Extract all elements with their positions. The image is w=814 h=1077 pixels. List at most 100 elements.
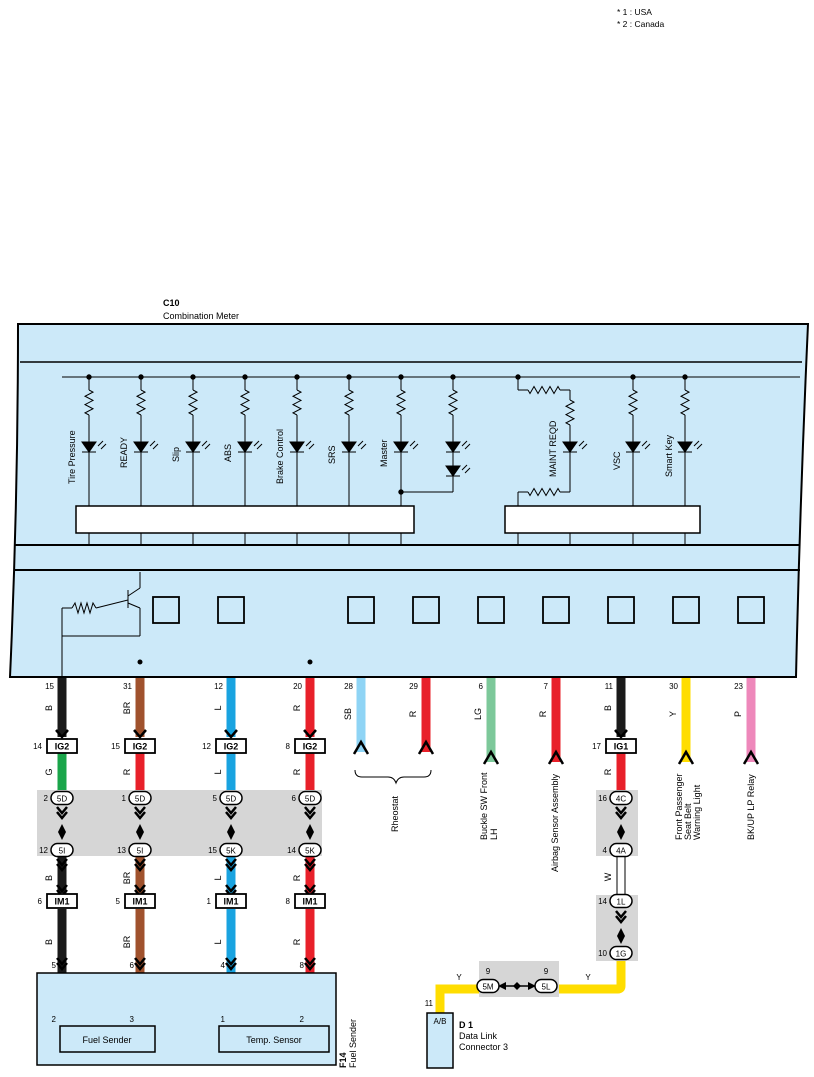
dlc-code: D 1: [459, 1020, 473, 1030]
wire-color-label: BR: [122, 935, 132, 948]
im-chevrons-a: [225, 884, 237, 893]
pin-number: 15: [45, 682, 54, 691]
wire-color-label: R: [122, 768, 132, 775]
lamp-led: [341, 441, 357, 453]
pin-number: 4: [603, 846, 608, 855]
lamp-led-ray2: [308, 443, 315, 450]
lamp-resistor: [395, 389, 407, 416]
pin-number: 11: [425, 999, 434, 1008]
pin-number: 7: [544, 682, 549, 691]
pin-number: 28: [344, 682, 353, 691]
pin-number: 6: [130, 961, 135, 970]
pin-number: 9: [544, 967, 549, 976]
lamp-resistor: [187, 389, 199, 416]
junction-chevrons-b: [304, 811, 316, 820]
pin-number: 12: [202, 742, 211, 751]
wire-color-label: SB: [343, 708, 353, 720]
lamp-resistor: [564, 399, 576, 426]
terminal-box: [477, 596, 505, 624]
bus-node: [398, 489, 404, 495]
fuel-chevrons-b: [225, 962, 237, 971]
junction-block-5: [37, 790, 322, 856]
lamp-led-ray1: [305, 440, 312, 447]
wire-arrow: [547, 749, 565, 765]
connector-5ik: [219, 842, 243, 858]
pin-number: 5: [213, 794, 218, 803]
im-chevrons-a: [134, 884, 146, 893]
pin-number: 3: [130, 1015, 135, 1024]
connector-5d: [128, 790, 152, 806]
wire-arrow: [482, 749, 500, 765]
lamp-led-ray2: [360, 443, 367, 450]
fuel-chevrons-b: [134, 962, 146, 971]
wire-arrow: [55, 729, 69, 739]
junction-diamond: [617, 928, 625, 944]
connector-im1: [215, 893, 247, 909]
connector-5ik-text: 5K: [226, 847, 236, 856]
fuel-sender-unit: [36, 972, 337, 1066]
connector-ig-text: IG2: [133, 742, 148, 752]
pin-number: 15: [208, 846, 217, 855]
junction-chevrons-a: [134, 806, 146, 815]
meter-transistor: [61, 572, 141, 676]
meter-code: C10: [163, 298, 180, 308]
connector-im1-text: IM1: [132, 897, 147, 907]
connector-5l-text: 5L: [542, 983, 551, 992]
lamp-led-ray1: [201, 440, 208, 447]
connector-im1-text: IM1: [54, 897, 69, 907]
dlc-name-2: Connector 3: [459, 1042, 508, 1052]
pin-number: 9: [486, 967, 491, 976]
pin-number: 1: [207, 897, 212, 906]
f14-code: F14: [338, 1052, 348, 1068]
wire-color-label: R: [292, 768, 302, 775]
lamp-led: [445, 465, 461, 477]
wire-color-label: Y: [668, 711, 678, 717]
junction-chevrons-b: [134, 863, 146, 872]
junction-chevrons-a: [304, 858, 316, 867]
wire-arrow: [614, 729, 628, 739]
lamp-resistor: [239, 389, 251, 416]
temp-sensor-label: Temp. Sensor: [246, 1035, 302, 1045]
wire-color-label: Y: [585, 973, 591, 982]
indicator-lamps-right: [515, 374, 703, 545]
fuel-chevrons-b: [304, 962, 316, 971]
lamp-led-ray2: [100, 443, 107, 450]
wire-arrow: [742, 749, 760, 765]
connector-5d-text: 5D: [57, 795, 67, 804]
data-link-connector: [426, 1012, 454, 1069]
rheostat-brace: [354, 769, 432, 785]
junction-diamond: [58, 824, 66, 840]
label-master: Master: [379, 439, 389, 467]
wire-color-label: R: [292, 938, 302, 945]
pin-number: 15: [111, 742, 120, 751]
terminal-box: [152, 596, 180, 624]
connector-1l-text: 1L: [617, 898, 626, 907]
lamp-led: [133, 441, 149, 453]
fuel-chevrons-a: [225, 957, 237, 966]
connector-5ik-text: 5K: [305, 847, 315, 856]
label-buckle-sw-1: Buckle SW Front: [479, 772, 489, 840]
lamp-led: [625, 441, 641, 453]
wire-color-label: R: [292, 704, 302, 711]
lamp-led: [185, 441, 201, 453]
label-abs: ABS: [223, 444, 233, 462]
pin-number: 29: [409, 682, 418, 691]
pin-number: 8: [286, 742, 291, 751]
connector-1g: [609, 945, 633, 961]
lamp-led: [81, 441, 97, 453]
pin-number: 4: [221, 961, 226, 970]
wire-color-label: L: [213, 939, 223, 944]
junction-chevrons-a: [615, 910, 627, 919]
connector-ig1: [605, 738, 637, 754]
connector-im1-text: IM1: [223, 897, 238, 907]
connector-5ik-text: 5I: [59, 847, 66, 856]
pin-number: 10: [598, 949, 607, 958]
connector-1l: [609, 893, 633, 909]
dlc-name-1: Data Link: [459, 1031, 498, 1041]
terminal-box: [347, 596, 375, 624]
pin-number: 16: [598, 794, 607, 803]
junction-chevrons-b: [134, 811, 146, 820]
wire-color-label: R: [603, 768, 613, 775]
pin-number: 14: [287, 846, 296, 855]
